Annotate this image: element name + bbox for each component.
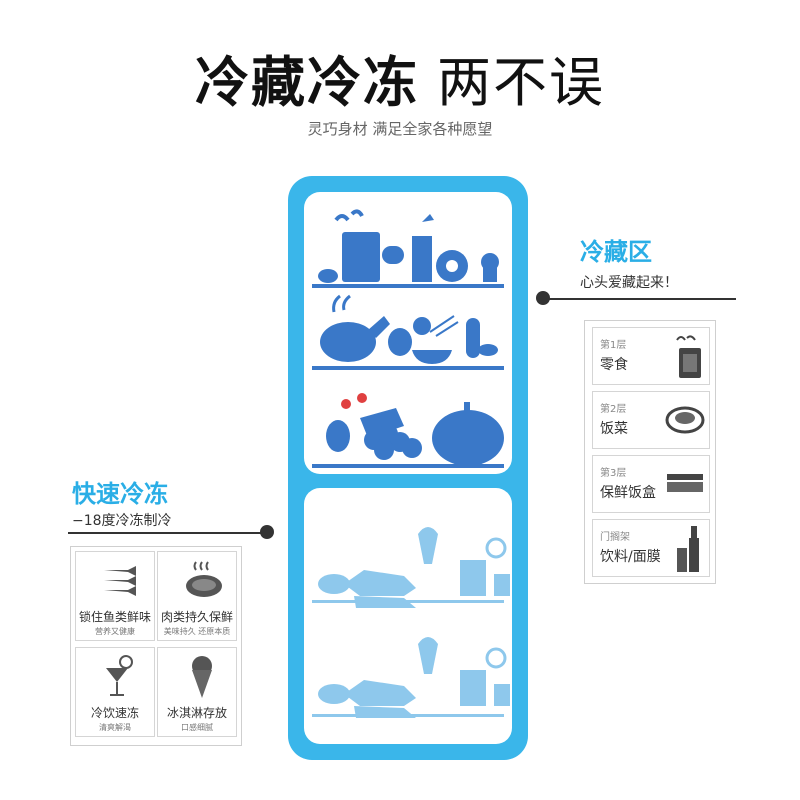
level-name: 饮料/面膜 (600, 549, 661, 565)
level-row-2: 第2层 饭菜 (592, 391, 710, 449)
feature-cell-icecream: 冰淇淋存放 口感细腻 (157, 647, 237, 737)
freezer-features-panel: 锁住鱼类鲜味 营养又健康 肉类持久保鲜 美味持久 还原本质 冷饮速冻 清爽解渴 … (70, 546, 242, 746)
feature-cell-drink: 冷饮速冻 清爽解渴 (75, 647, 155, 737)
snack-bag-icon (676, 335, 701, 378)
level-label: 第1层 (600, 340, 627, 351)
freezer-zone-title: 快速冷冻 (72, 480, 168, 508)
fridge-callout-dot (536, 291, 550, 305)
freezer-callout-line (68, 532, 268, 534)
feature-desc: 清爽解渴 (99, 723, 131, 732)
title-main: 冷藏冷冻 (195, 51, 419, 114)
level-label: 第2层 (600, 404, 627, 415)
fridge-shelves-illustration (312, 209, 504, 468)
feature-name: 锁住鱼类鲜味 (78, 610, 151, 624)
level-row-1: 第1层 零食 (592, 327, 710, 385)
feature-cell-fish: 锁住鱼类鲜味 营养又健康 (75, 551, 155, 641)
level-name: 饭菜 (600, 421, 628, 437)
fish-icon (104, 566, 136, 596)
ice-cream-icon (192, 656, 212, 698)
level-name: 保鲜饭盒 (600, 485, 656, 501)
page-title: 冷藏冷冻两不误 (0, 38, 800, 117)
fridge-zone-title: 冷藏区 (580, 238, 652, 266)
level-label: 第3层 (600, 468, 627, 479)
fridge-illustration (288, 176, 528, 760)
freezer-zone-subtitle: −18度冷冻制冷 (72, 513, 172, 529)
feature-name: 肉类持久保鲜 (160, 610, 233, 624)
dish-plate-icon (665, 406, 705, 434)
freezer-callout-dot (260, 525, 274, 539)
fridge-zone-subtitle: 心头爱藏起来！ (580, 275, 678, 291)
lunchbox-icon (667, 474, 703, 492)
feature-cell-meat: 肉类持久保鲜 美味持久 还原本质 (157, 551, 237, 641)
level-row-3: 第3层 保鲜饭盒 (592, 455, 710, 513)
fridge-callout-line (544, 298, 736, 300)
level-label: 门搁架 (600, 532, 630, 543)
page-subtitle: 灵巧身材 满足全家各种愿望 (307, 120, 493, 138)
bottle-icon (677, 526, 699, 572)
freezer-drawers-illustration (312, 527, 510, 718)
fridge-levels-panel: 第1层 零食 第2层 饭菜 第3层 保鲜饭盒 门搁架 饮料/面膜 (584, 320, 716, 584)
freezer-compartment (304, 488, 512, 744)
cocktail-icon (106, 655, 133, 696)
feature-desc: 美味持久 还原本质 (163, 627, 231, 636)
feature-desc: 营养又健康 (95, 627, 135, 636)
feature-name: 冰淇淋存放 (166, 706, 227, 720)
fridge-compartment (304, 192, 512, 474)
steak-icon (186, 561, 222, 597)
level-name: 零食 (600, 357, 628, 373)
feature-desc: 口感细腻 (181, 723, 213, 732)
feature-name: 冷饮速冻 (90, 706, 139, 720)
level-row-4: 门搁架 饮料/面膜 (592, 519, 710, 577)
title-secondary: 两不误 (437, 51, 605, 114)
